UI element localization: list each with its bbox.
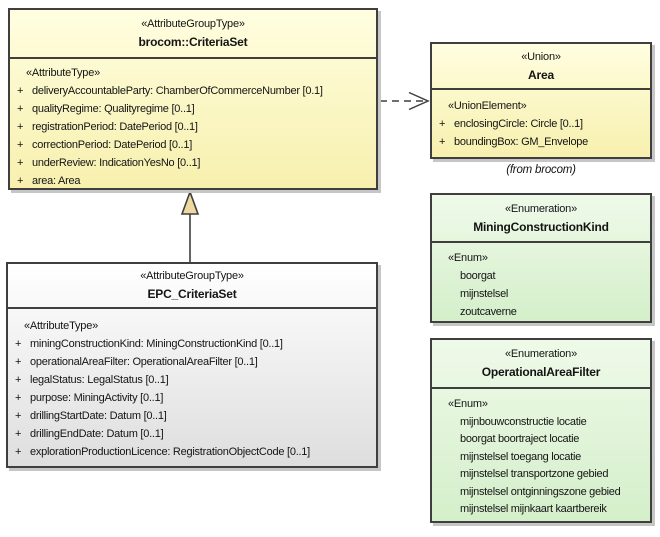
attribute-text: operationalAreaFilter: OperationalAreaFi… bbox=[30, 356, 258, 368]
attribute-row: + explorationProductionLicence: Registra… bbox=[8, 443, 376, 461]
stereotype-label: «AttributeGroupType» bbox=[141, 18, 245, 30]
enum-compartment: «Enum» mijnbouwconstructie locatie boorg… bbox=[432, 389, 650, 519]
section-label: «UnionElement» bbox=[448, 100, 527, 112]
attribute-row: + drillingEndDate: Datum [0..1] bbox=[8, 425, 376, 443]
attribute-text: underReview: IndicationYesNo [0..1] bbox=[32, 157, 201, 169]
stereotype-label: «Union» bbox=[521, 51, 561, 63]
from-package-note: (from brocom) bbox=[506, 164, 576, 176]
enum-literal: mijnstelsel mijnkaart kaartbereik bbox=[460, 503, 607, 515]
uml-enum-miningconstructionkind[interactable]: «Enumeration» MiningConstructionKind «En… bbox=[430, 193, 652, 323]
enum-literal: mijnbouwconstructie locatie bbox=[460, 415, 587, 428]
class-header: «Enumeration» MiningConstructionKind bbox=[432, 195, 650, 243]
stereotype-label: «Enumeration» bbox=[504, 348, 577, 360]
attribute-text: correctionPeriod: DatePeriod [0..1] bbox=[32, 139, 193, 151]
section-label: «AttributeType» bbox=[24, 320, 99, 332]
attribute-text: explorationProductionLicence: Registrati… bbox=[30, 446, 310, 458]
uml-class-brocom-criteriaset[interactable]: «AttributeGroupType» brocom::CriteriaSet… bbox=[8, 8, 378, 190]
attribute-text: drillingEndDate: Datum [0..1] bbox=[30, 428, 164, 440]
attribute-row: + enclosingCircle: Circle [0..1] bbox=[432, 115, 650, 133]
attribute-row: + operationalAreaFilter: OperationalArea… bbox=[8, 353, 376, 371]
attribute-row: + registrationPeriod: DatePeriod [0..1] bbox=[10, 118, 376, 136]
class-header: «Union» Area bbox=[432, 44, 650, 90]
class-name: Area bbox=[528, 68, 554, 82]
visibility: + bbox=[17, 103, 24, 115]
visibility: + bbox=[439, 136, 446, 148]
class-name: MiningConstructionKind bbox=[473, 220, 609, 234]
attribute-text: qualityRegime: Qualityregime [0..1] bbox=[32, 103, 195, 115]
uml-enum-operationalareafilter[interactable]: «Enumeration» OperationalAreaFilter «Enu… bbox=[430, 338, 652, 523]
attribute-row: + boundingBox: GM_Envelope bbox=[432, 133, 650, 151]
stereotype-label: «AttributeGroupType» bbox=[140, 270, 244, 282]
class-name: brocom::CriteriaSet bbox=[138, 35, 248, 49]
enum-literal: zoutcaverne bbox=[460, 306, 517, 318]
enum-literal: mijnstelsel ontginningszone gebied bbox=[460, 485, 621, 498]
attribute-row: + area: Area bbox=[10, 172, 376, 190]
dependency-arrow[interactable] bbox=[380, 91, 430, 111]
attribute-text: boundingBox: GM_Envelope bbox=[454, 136, 589, 148]
visibility: + bbox=[439, 118, 446, 130]
attribute-text: registrationPeriod: DatePeriod [0..1] bbox=[32, 121, 198, 133]
section-label: «AttributeType» bbox=[26, 67, 101, 79]
class-header: «Enumeration» OperationalAreaFilter bbox=[432, 340, 650, 389]
enum-literal: mijnstelsel bbox=[460, 288, 509, 300]
attributes-compartment: «AttributeType» + deliveryAccountablePar… bbox=[10, 59, 376, 190]
visibility: + bbox=[17, 85, 24, 97]
attribute-row: + correctionPeriod: DatePeriod [0..1] bbox=[10, 136, 376, 154]
visibility: + bbox=[17, 139, 24, 151]
attribute-text: drillingStartDate: Datum [0..1] bbox=[30, 410, 167, 422]
attribute-text: purpose: MiningActivity [0..1] bbox=[30, 392, 164, 404]
attribute-text: enclosingCircle: Circle [0..1] bbox=[454, 118, 583, 130]
enum-literal: mijnstelsel transportzone gebied bbox=[460, 468, 609, 480]
attribute-row: + purpose: MiningActivity [0..1] bbox=[8, 389, 376, 407]
class-header: «AttributeGroupType» brocom::CriteriaSet bbox=[10, 10, 376, 59]
visibility: + bbox=[17, 175, 24, 187]
generalization-arrow[interactable] bbox=[180, 189, 200, 262]
attribute-row: + miningConstructionKind: MiningConstruc… bbox=[8, 335, 376, 353]
attributes-compartment: «AttributeType» + miningConstructionKind… bbox=[8, 309, 376, 461]
visibility: + bbox=[15, 410, 22, 422]
stereotype-label: «Enumeration» bbox=[504, 203, 577, 215]
visibility: + bbox=[17, 157, 24, 169]
section-label: «Enum» bbox=[448, 398, 488, 410]
attribute-row: + drillingStartDate: Datum [0..1] bbox=[8, 407, 376, 425]
attribute-text: miningConstructionKind: MiningConstructi… bbox=[30, 338, 283, 350]
attribute-row: + deliveryAccountableParty: ChamberOfCom… bbox=[10, 82, 376, 100]
attribute-row: + legalStatus: LegalStatus [0..1] bbox=[8, 371, 376, 389]
attributes-compartment: «UnionElement» + enclosingCircle: Circle… bbox=[432, 90, 650, 151]
uml-class-area[interactable]: «Union» Area «UnionElement» + enclosingC… bbox=[430, 42, 652, 159]
attribute-row: + qualityRegime: Qualityregime [0..1] bbox=[10, 100, 376, 118]
enum-literal: boorgat boortraject locatie bbox=[460, 433, 580, 445]
enum-literal: boorgat bbox=[460, 270, 496, 282]
visibility: + bbox=[15, 338, 22, 350]
class-header: «AttributeGroupType» EPC_CriteriaSet bbox=[8, 264, 376, 309]
visibility: + bbox=[17, 121, 24, 133]
attribute-text: legalStatus: LegalStatus [0..1] bbox=[30, 374, 169, 386]
section-label: «Enum» bbox=[448, 252, 488, 264]
visibility: + bbox=[15, 446, 22, 458]
visibility: + bbox=[15, 374, 22, 386]
uml-class-epc-criteriaset[interactable]: «AttributeGroupType» EPC_CriteriaSet «At… bbox=[6, 262, 378, 468]
visibility: + bbox=[15, 428, 22, 440]
visibility: + bbox=[15, 356, 22, 368]
enum-literal: mijnstelsel toegang locatie bbox=[460, 450, 581, 463]
attribute-row: + underReview: IndicationYesNo [0..1] bbox=[10, 154, 376, 172]
visibility: + bbox=[15, 392, 22, 404]
enum-compartment: «Enum» boorgat mijnstelsel zoutcaverne bbox=[432, 243, 650, 321]
class-name: OperationalAreaFilter bbox=[481, 365, 601, 379]
class-name: EPC_CriteriaSet bbox=[147, 287, 237, 301]
attribute-text: deliveryAccountableParty: ChamberOfComme… bbox=[32, 85, 323, 97]
attribute-text: area: Area bbox=[32, 175, 81, 187]
